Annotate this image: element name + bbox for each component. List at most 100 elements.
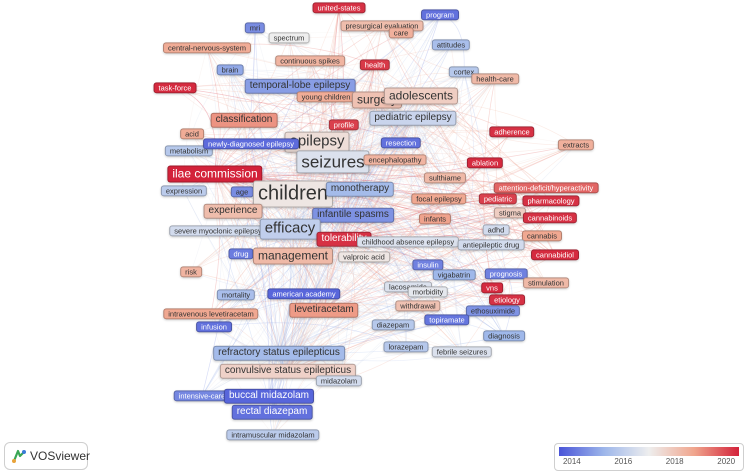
keyword-node[interactable]: classification (210, 112, 278, 128)
keyword-node[interactable]: program (421, 9, 459, 21)
keyword-node[interactable]: adolescents (383, 87, 459, 105)
keyword-node[interactable]: pharmacology (522, 195, 580, 207)
keyword-node[interactable]: convulsive status epilepticus (219, 363, 357, 379)
link-line (214, 71, 465, 175)
keyword-node[interactable]: cannabis (521, 230, 563, 242)
keyword-node[interactable]: levetiracetam (289, 302, 359, 318)
keyword-node[interactable]: resection (380, 137, 422, 149)
keyword-node[interactable]: refractory status epilepticus (213, 345, 345, 361)
keyword-node[interactable]: mri (244, 22, 266, 34)
keyword-node[interactable]: health (359, 59, 391, 71)
keyword-node[interactable]: intensive-care (173, 390, 231, 402)
keyword-node[interactable]: cannabinoids (522, 212, 578, 224)
vosviewer-logo-icon (11, 448, 27, 464)
keyword-node[interactable]: brain (216, 64, 244, 76)
keyword-node[interactable]: management (252, 247, 334, 265)
keyword-node[interactable]: infusion (196, 321, 232, 333)
keyword-node[interactable]: intramuscular midazolam (226, 429, 320, 441)
keyword-node[interactable]: health-care (471, 73, 519, 85)
keyword-node[interactable]: seizures (296, 150, 370, 174)
keyword-node[interactable]: childhood absence epilepsy (356, 236, 460, 248)
keyword-node[interactable]: lorazepam (383, 341, 429, 353)
link-line (366, 25, 383, 101)
keyword-node[interactable]: monotherapy (325, 181, 395, 197)
keyword-node[interactable]: attention-deficit/hyperactivity (493, 182, 599, 194)
keyword-node[interactable]: adherence (489, 126, 535, 138)
keyword-node[interactable]: task-force (153, 82, 197, 94)
link-line (359, 188, 493, 289)
keyword-node[interactable]: infantile spasms (312, 207, 394, 223)
keyword-node[interactable]: efficacy (259, 218, 321, 240)
keyword-node[interactable]: cannabidiol (531, 249, 579, 261)
link-line (309, 60, 446, 179)
link-line (229, 69, 291, 230)
keyword-node[interactable]: severe myoclonic epilepsy (169, 225, 267, 237)
keyword-node[interactable]: risk (180, 266, 202, 278)
keyword-node[interactable]: continuous spikes (275, 55, 345, 67)
keyword-node[interactable]: age (230, 186, 254, 198)
legend-tick: 2018 (665, 457, 684, 466)
link-line (332, 161, 429, 293)
keyword-node[interactable]: sulthiame (423, 172, 467, 184)
link-line (359, 78, 496, 190)
keyword-node[interactable]: insulin (412, 259, 444, 271)
keyword-node[interactable]: morbidity (407, 286, 449, 298)
brand-name: VOSviewer (30, 449, 91, 463)
link-line (323, 44, 452, 311)
link-line (381, 25, 556, 256)
keyword-node[interactable]: ilae commission (167, 165, 263, 183)
keyword-node[interactable]: central-nervous-system (163, 42, 251, 54)
keyword-node[interactable]: diagnosis (483, 330, 525, 342)
keyword-node[interactable]: pediatric (478, 193, 518, 205)
keyword-node[interactable]: drug (228, 248, 254, 260)
keyword-node[interactable]: vigabatrin (432, 269, 476, 281)
keyword-node[interactable]: cortex (448, 66, 480, 78)
keyword-node[interactable]: rectal diazepam (231, 404, 313, 420)
keyword-node[interactable]: mortality (216, 289, 256, 301)
keyword-node[interactable]: adhd (482, 224, 510, 236)
keyword-node[interactable]: stigma (493, 207, 527, 219)
link-line (278, 228, 295, 354)
keyword-node[interactable]: expression (160, 185, 208, 197)
vosviewer-badge[interactable]: VOSviewer (4, 442, 91, 470)
keyword-node[interactable]: spectrum (268, 32, 310, 44)
keyword-node[interactable]: care (388, 27, 414, 39)
keyword-node[interactable]: presurgical evaluation (340, 20, 424, 32)
keyword-node[interactable]: young children (296, 91, 356, 103)
keyword-node[interactable]: antiepileptic drug (457, 239, 525, 251)
link-line (174, 44, 452, 89)
keyword-node[interactable]: encephalopathy (363, 154, 427, 166)
keyword-node[interactable]: prognosis (484, 268, 528, 280)
keyword-node[interactable]: topiramate (424, 314, 470, 326)
keyword-node[interactable]: children (252, 180, 334, 208)
keyword-node[interactable]: vns (481, 282, 503, 294)
link-line (191, 99, 378, 135)
link-line (278, 218, 436, 354)
keyword-node[interactable]: pediatric epilepsy (369, 110, 457, 126)
keyword-node[interactable]: buccal midazolam (223, 388, 315, 404)
keyword-node[interactable]: infants (418, 213, 452, 225)
keyword-node[interactable]: newly-diagnosed epilepsy (203, 138, 299, 150)
keyword-node[interactable]: acid (180, 128, 204, 140)
link-line (381, 25, 547, 284)
keyword-node[interactable]: valproic acid (338, 251, 390, 263)
keyword-node[interactable]: diazepam (371, 319, 415, 331)
keyword-node[interactable]: etiology (489, 294, 525, 306)
keyword-node[interactable]: intravenous levetiracetam (163, 308, 259, 320)
keyword-node[interactable]: midazolam (315, 375, 363, 387)
keyword-node[interactable]: stimulation (523, 277, 569, 289)
keyword-node[interactable]: withdrawal (395, 300, 441, 312)
keyword-node[interactable]: ethosuximide (465, 305, 521, 317)
keyword-node[interactable]: american academy (267, 288, 341, 300)
keyword-node[interactable]: experience (203, 203, 263, 219)
keyword-node[interactable]: febrile seizures (431, 346, 493, 358)
keyword-node[interactable]: ablation (466, 157, 504, 169)
keyword-node[interactable]: metabolism (164, 145, 214, 157)
keyword-node[interactable]: extracts (557, 139, 595, 151)
link-line (338, 7, 379, 101)
keyword-node[interactable]: attitudes (431, 39, 471, 51)
keyword-node[interactable]: profile (328, 119, 360, 131)
keyword-node[interactable]: focal epilepsy (411, 193, 467, 205)
keyword-node[interactable]: united-states (312, 2, 366, 14)
